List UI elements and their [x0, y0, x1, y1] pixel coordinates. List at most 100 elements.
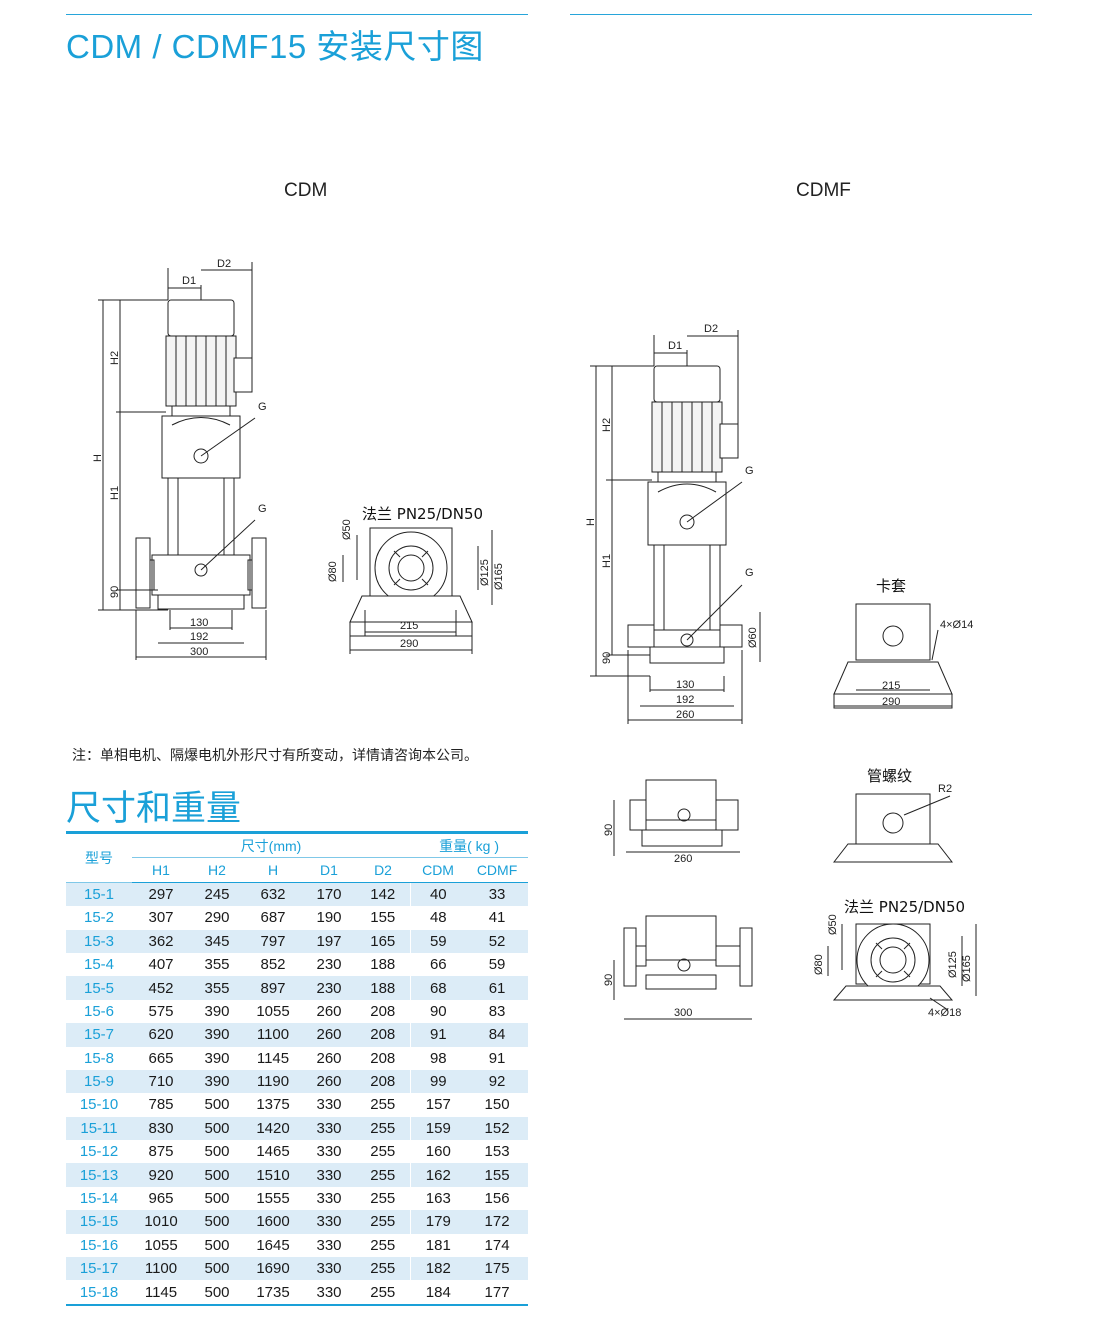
value-cell: 255 [370, 1190, 396, 1208]
value-cell: 390 [204, 1002, 230, 1020]
cdm-90-label: 90 [109, 586, 121, 598]
model-cell: 15-10 [79, 1096, 119, 1114]
model-cell: 15-3 [83, 932, 115, 950]
model-cell: 15-15 [79, 1213, 119, 1231]
value-cell: 1375 [256, 1096, 290, 1114]
value-cell: 500 [204, 1143, 230, 1161]
value-cell: 83 [488, 1002, 506, 1020]
cdm-g-lower-label: G [258, 503, 267, 515]
value-cell: 255 [370, 1119, 396, 1137]
value-cell: 155 [370, 909, 396, 927]
cdmf-pump-drawing [590, 330, 761, 724]
cdm-flange-label: 法兰 PN25/DN50 [362, 505, 483, 523]
value-cell: 255 [370, 1283, 396, 1301]
column-header: H [244, 857, 302, 883]
thread-side-260-label: 260 [674, 853, 692, 865]
flange-side-drawing [613, 915, 753, 1020]
section-title: 尺寸和重量 [66, 789, 242, 828]
value-cell: 330 [316, 1096, 342, 1114]
cdm-caption: CDM [284, 180, 328, 201]
value-cell: 687 [260, 909, 286, 927]
value-cell: 665 [148, 1049, 174, 1067]
value-cell: 98 [409, 1046, 467, 1070]
value-cell: 208 [370, 1073, 396, 1091]
model-cell: 15-9 [83, 1073, 115, 1091]
cdmf-h2-label: H2 [601, 418, 613, 432]
clamp-holes-label: 4×Ø14 [940, 619, 973, 631]
clamp-215-label: 215 [882, 680, 900, 692]
cdmf-phi165-label: Ø165 [961, 955, 973, 982]
value-cell: 1555 [256, 1190, 290, 1208]
value-cell: 500 [204, 1260, 230, 1278]
cdmf-caption: CDMF [796, 180, 851, 201]
value-cell: 150 [484, 1096, 510, 1114]
value-cell: 852 [260, 956, 286, 974]
value-cell: 153 [484, 1143, 510, 1161]
cdm-flange-drawing [342, 527, 493, 654]
value-cell: 290 [204, 909, 230, 927]
cdm-215-label: 215 [400, 620, 418, 632]
cdmf-phi60-label: Ø60 [747, 627, 759, 648]
clamp-label: 卡套 [876, 577, 906, 595]
value-cell: 260 [316, 1026, 342, 1044]
flange-side-90-label: 90 [603, 974, 615, 986]
value-cell: 255 [370, 1260, 396, 1278]
value-cell: 1510 [256, 1166, 290, 1184]
value-cell: 575 [148, 1002, 174, 1020]
value-cell: 162 [409, 1163, 467, 1187]
cdm-h1-label: H1 [109, 486, 121, 500]
value-cell: 255 [370, 1096, 396, 1114]
value-cell: 500 [204, 1096, 230, 1114]
cdmf-h1-label: H1 [601, 554, 613, 568]
cdmf-holes-label: 4×Ø18 [928, 1007, 961, 1019]
clamp-drawing [833, 603, 953, 709]
value-cell: 307 [148, 909, 174, 927]
value-cell: 330 [316, 1213, 342, 1231]
column-header: D1 [302, 857, 356, 883]
value-cell: 965 [148, 1190, 174, 1208]
value-cell: 181 [409, 1233, 467, 1258]
value-cell: 92 [488, 1073, 506, 1091]
value-cell: 59 [409, 929, 467, 953]
value-cell: 157 [409, 1093, 467, 1117]
value-cell: 500 [204, 1213, 230, 1231]
value-cell: 1145 [256, 1049, 290, 1067]
value-cell: 255 [370, 1213, 396, 1231]
value-cell: 1645 [256, 1236, 290, 1254]
column-header: H1 [132, 857, 190, 883]
value-cell: 179 [409, 1210, 467, 1234]
cdmf-g-lower-label: G [745, 567, 754, 579]
value-cell: 500 [204, 1190, 230, 1208]
value-cell: 330 [316, 1190, 342, 1208]
value-cell: 159 [409, 1116, 467, 1141]
value-cell: 330 [316, 1260, 342, 1278]
value-cell: 230 [316, 956, 342, 974]
value-cell: 390 [204, 1073, 230, 1091]
cdmf-d1-label: D1 [668, 340, 682, 352]
value-cell: 830 [148, 1119, 174, 1137]
cdmf-260-label: 260 [676, 709, 694, 721]
value-cell: 208 [370, 1026, 396, 1044]
thread-side-90-label: 90 [603, 824, 615, 836]
value-cell: 163 [409, 1186, 467, 1211]
cdmf-phi50-label: Ø50 [827, 914, 839, 935]
value-cell: 260 [316, 1002, 342, 1020]
value-cell: 188 [370, 956, 396, 974]
weight-header: 重量( kg ) [410, 832, 529, 859]
cdmf-flange-label: 法兰 PN25/DN50 [844, 898, 965, 916]
model-cell: 15-1 [83, 885, 115, 903]
value-cell: 297 [148, 885, 174, 903]
value-cell: 920 [148, 1166, 174, 1184]
model-cell: 15-16 [79, 1236, 119, 1254]
cdmf-130-label: 130 [676, 679, 694, 691]
value-cell: 245 [204, 885, 230, 903]
column-header: H2 [190, 857, 244, 883]
